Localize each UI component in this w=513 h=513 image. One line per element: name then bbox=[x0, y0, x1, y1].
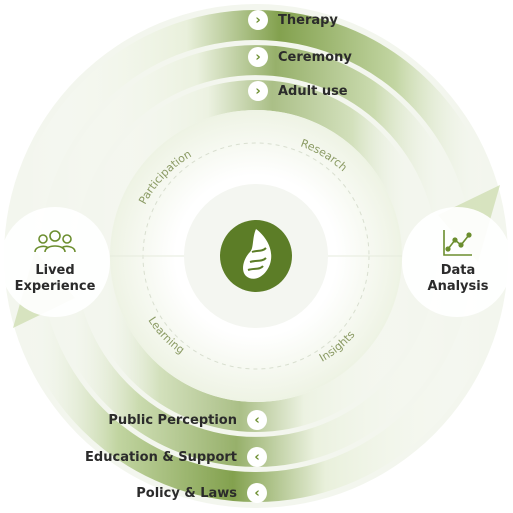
right-hub-line1: Data bbox=[440, 263, 476, 278]
bottom-item-public-perception[interactable]: Public Perception ‹ bbox=[108, 410, 267, 430]
chevron-left-icon: ‹ bbox=[247, 447, 267, 467]
left-hub-circle bbox=[0, 207, 110, 317]
bottom-item-label: Public Perception bbox=[108, 412, 237, 428]
people-group-icon bbox=[34, 230, 76, 253]
bottom-item-label: Policy & Laws bbox=[136, 485, 237, 501]
top-item-adult-use[interactable]: › Adult use bbox=[248, 81, 348, 101]
right-hub-circle bbox=[402, 207, 512, 317]
bottom-item-education-support[interactable]: Education & Support ‹ bbox=[85, 447, 267, 467]
bottom-item-label: Education & Support bbox=[85, 449, 237, 465]
top-item-label: Ceremony bbox=[278, 49, 352, 65]
chevron-right-icon: › bbox=[248, 10, 268, 30]
chevron-right-icon: › bbox=[248, 81, 268, 101]
top-item-label: Therapy bbox=[278, 12, 338, 28]
chevron-left-icon: ‹ bbox=[247, 483, 267, 503]
left-hub-line1: Lived bbox=[35, 263, 75, 278]
chevron-right-icon: › bbox=[248, 47, 268, 67]
right-hub-label: Data Analysis bbox=[408, 263, 508, 295]
chevron-left-icon: ‹ bbox=[247, 410, 267, 430]
top-item-ceremony[interactable]: › Ceremony bbox=[248, 47, 352, 67]
bottom-item-policy-laws[interactable]: Policy & Laws ‹ bbox=[136, 483, 267, 503]
line-chart-icon bbox=[443, 230, 472, 256]
left-hub-line2: Experience bbox=[14, 279, 96, 294]
left-hub-label: Lived Experience bbox=[5, 263, 105, 295]
top-item-therapy[interactable]: › Therapy bbox=[248, 10, 338, 30]
right-hub-line2: Analysis bbox=[427, 279, 489, 294]
top-item-label: Adult use bbox=[278, 83, 348, 99]
shell-logo-icon bbox=[220, 220, 292, 292]
